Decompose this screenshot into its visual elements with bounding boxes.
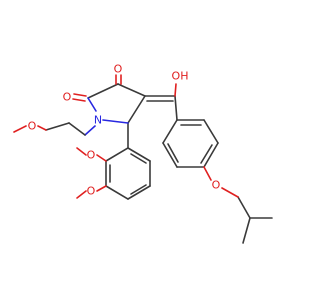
carbon-skeleton [45,83,273,244]
molecule-structure-diagram: O O OH N O O O O [13,63,273,244]
methoxyethyl-oxygen-label: O [28,120,37,133]
isobutoxy-oxygen-label: O [212,179,221,192]
lactam-oxygen-label: O [63,91,72,104]
heteroatom-bonds [13,74,239,199]
ring-nitrogen-label: N [94,114,102,127]
atom-labels: O O OH N O O O O [28,63,221,198]
hydroxyl-label: OH [172,70,189,83]
ketone-oxygen-label: O [114,63,123,76]
methoxy-3-oxygen-label: O [87,149,96,162]
methoxy-4-oxygen-label: O [87,185,96,198]
